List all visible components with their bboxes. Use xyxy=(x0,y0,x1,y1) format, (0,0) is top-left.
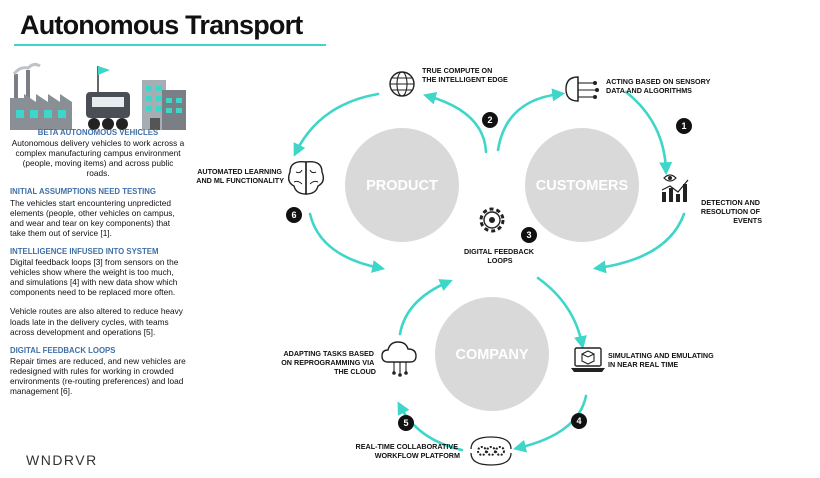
section-body: Vehicle routes are also altered to reduc… xyxy=(10,306,183,337)
svg-text:1: 1 xyxy=(681,121,686,131)
badge-6: 6 xyxy=(286,207,302,223)
title-underline xyxy=(14,44,326,46)
customers-label: CUSTOMERS xyxy=(536,178,629,194)
step-detection-label: DETECTION AND RESOLUTION OF EVENTS xyxy=(701,198,762,225)
step-acting-label: ACTING BASED ON SENSORY DATA AND ALGORIT… xyxy=(606,77,712,95)
arrow-simulating-to-collab xyxy=(512,394,588,453)
cloud-circuit-icon xyxy=(381,341,417,377)
section-beta: BETA AUTONOMOUS VEHICLES Autonomous deli… xyxy=(10,128,186,178)
eye-chart-icon xyxy=(661,174,689,202)
svg-text:5: 5 xyxy=(403,418,408,428)
svg-text:2: 2 xyxy=(487,115,492,125)
step-learning-label: AUTOMATED LEARNING AND ML FUNCTIONALITY xyxy=(196,167,284,185)
arrow-detection-to-company xyxy=(592,212,686,274)
badge-2: 2 xyxy=(482,112,498,128)
arrow-to-acting xyxy=(496,88,566,152)
circuit-brain-icon xyxy=(565,76,599,102)
arrow-to-learning xyxy=(293,92,380,157)
section-assumptions: INITIAL ASSUMPTIONS NEED TESTING The veh… xyxy=(10,187,186,237)
laptop-cube-icon xyxy=(571,347,605,372)
badge-3: 3 xyxy=(521,227,537,243)
section-body: Digital feedback loops [3] from sensors … xyxy=(10,257,179,298)
svg-text:3: 3 xyxy=(526,230,531,240)
step-collab-label: REAL-TIME COLLABORATIVE WORKFLOW PLATFOR… xyxy=(356,442,460,460)
delivery-robot-icon xyxy=(86,66,130,130)
svg-text:4: 4 xyxy=(576,416,581,426)
arrow-feedback-to-simulating xyxy=(536,276,587,350)
section-body: Autonomous delivery vehicles to work acr… xyxy=(11,138,185,179)
customers-circle xyxy=(525,128,639,242)
page-title: Autonomous Transport xyxy=(20,10,303,40)
section-heading: DIGITAL FEEDBACK LOOPS xyxy=(10,345,116,355)
office-building-icon xyxy=(142,80,186,130)
section-body: The vehicles start encountering unpredic… xyxy=(10,197,175,238)
svg-text:6: 6 xyxy=(291,210,296,220)
gear-icon xyxy=(479,207,505,233)
section-heading: INTELLIGENCE INFUSED INTO SYSTEM xyxy=(10,246,159,256)
arrow-adapting-to-feedback xyxy=(398,279,453,336)
arrow-to-compute xyxy=(423,91,488,154)
product-label: PRODUCT xyxy=(366,178,438,194)
brain-icon xyxy=(287,161,325,195)
arrow-acting-to-detection xyxy=(624,90,673,176)
step-compute-label: TRUE COMPUTE ON THE INTELLIGENT EDGE xyxy=(422,66,508,84)
company-label: COMPANY xyxy=(455,347,528,363)
arrow-collab-to-adapting xyxy=(397,401,464,452)
globe-network-icon xyxy=(389,71,415,97)
step-adapting-label: ADAPTING TASKS BASED ON REPROGRAMMING VI… xyxy=(281,349,376,376)
section-routes: Vehicle routes are also altered to reduc… xyxy=(10,306,186,336)
company-circle xyxy=(435,297,549,411)
step-feedback-label: DIGITAL FEEDBACK LOOPS xyxy=(464,247,536,265)
step-simulating-label: SIMULATING AND EMULATING IN NEAR REAL TI… xyxy=(608,351,716,369)
factory-icon xyxy=(10,62,72,130)
product-circle xyxy=(345,128,459,242)
section-heading: BETA AUTONOMOUS VEHICLES xyxy=(37,128,159,137)
badge-1: 1 xyxy=(676,118,692,134)
section-body: Repair times are reduced, and new vehicl… xyxy=(10,355,186,397)
badge-4: 4 xyxy=(571,413,587,429)
arrow-learning-to-company xyxy=(308,212,386,273)
section-intelligence: INTELLIGENCE INFUSED INTO SYSTEM Digital… xyxy=(10,247,186,297)
sidebar-text: BETA AUTONOMOUS VEHICLES Autonomous deli… xyxy=(10,128,186,405)
section-feedback: DIGITAL FEEDBACK LOOPS Repair times are … xyxy=(10,346,186,396)
section-heading: INITIAL ASSUMPTIONS NEED TESTING xyxy=(10,187,156,197)
illustrations xyxy=(10,62,186,130)
brand-logo: WNDRVR xyxy=(26,452,98,468)
badge-5: 5 xyxy=(398,415,414,431)
workflow-gears-icon xyxy=(470,436,512,466)
